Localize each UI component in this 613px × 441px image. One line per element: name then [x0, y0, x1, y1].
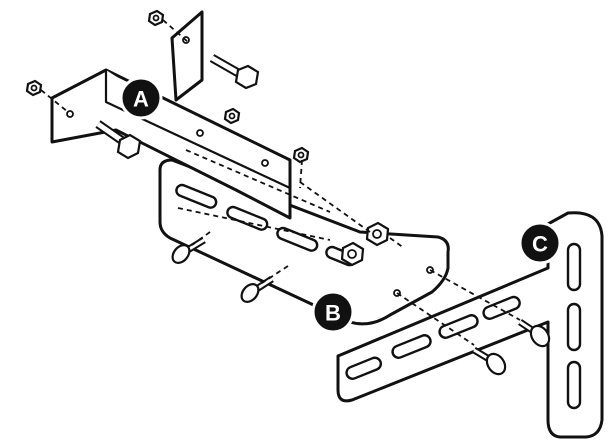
- hex-nut-icon: [25, 79, 43, 97]
- assembly-guide-lines: [40, 19, 521, 346]
- hex-nut-icon: [340, 241, 365, 267]
- bracket-b-slots: [175, 183, 357, 267]
- svg-text:A: A: [133, 87, 149, 112]
- label-c: C: [518, 221, 562, 265]
- hex-nut-icon: [147, 9, 165, 27]
- bracket-b: [158, 158, 450, 326]
- label-b: B: [311, 290, 355, 334]
- hex-nut-icon: [223, 107, 241, 125]
- bracket-c: [336, 211, 604, 439]
- hex-nut-icon: [292, 146, 310, 164]
- bracket-c-slots: [345, 242, 582, 410]
- carriage-bolt-icon: [240, 276, 274, 303]
- carriage-bolt-icon: [472, 346, 507, 376]
- hex-bolt-icon: [95, 120, 142, 160]
- carriage-bolt-icon: [518, 319, 551, 348]
- carriage-bolt-icon: [171, 237, 206, 264]
- label-a: A: [119, 76, 163, 120]
- svg-text:B: B: [325, 301, 341, 326]
- hex-bolt-icon: [209, 54, 260, 90]
- hex-nut-icon: [365, 221, 390, 247]
- svg-text:C: C: [532, 232, 548, 257]
